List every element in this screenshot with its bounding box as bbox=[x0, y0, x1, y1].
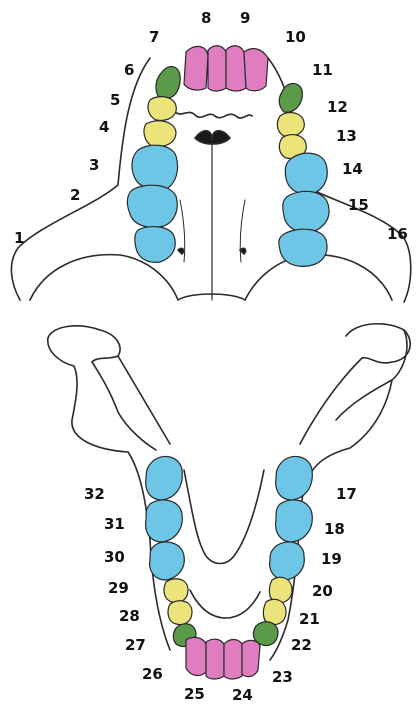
tooth-number-8: 8 bbox=[201, 11, 211, 26]
upper-incisor-right-lateral bbox=[244, 49, 268, 91]
lower-premolar-21 bbox=[263, 599, 286, 624]
tooth-number-5: 5 bbox=[110, 93, 120, 108]
tooth-number-28: 28 bbox=[119, 609, 140, 624]
tooth-number-27: 27 bbox=[125, 638, 146, 653]
tooth-number-26: 26 bbox=[142, 667, 163, 682]
upper-incisor-left-lateral bbox=[184, 46, 208, 90]
lower-premolar-28 bbox=[168, 601, 192, 625]
tooth-number-4: 4 bbox=[99, 120, 109, 135]
lower-molar-18 bbox=[276, 500, 313, 542]
upper-molar-right-first bbox=[285, 153, 327, 194]
tooth-number-32: 32 bbox=[84, 487, 105, 502]
lower-incisor-25 bbox=[206, 639, 224, 679]
tooth-number-31: 31 bbox=[104, 517, 125, 532]
lower-teeth bbox=[146, 456, 313, 679]
tooth-number-6: 6 bbox=[124, 63, 134, 78]
upper-incisor-left-central bbox=[208, 46, 226, 91]
lower-incisor-26 bbox=[186, 637, 206, 675]
tooth-number-29: 29 bbox=[108, 581, 129, 596]
lower-molar-31 bbox=[146, 500, 183, 542]
upper-molar-left-second bbox=[127, 185, 177, 227]
tooth-number-10: 10 bbox=[285, 30, 306, 45]
tooth-number-7: 7 bbox=[149, 30, 159, 45]
upper-canine-left bbox=[156, 67, 180, 99]
upper-premolar-12 bbox=[277, 113, 304, 137]
tooth-number-15: 15 bbox=[348, 198, 369, 213]
tooth-number-1: 1 bbox=[14, 231, 24, 246]
lower-premolar-29 bbox=[164, 579, 188, 603]
tooth-number-22: 22 bbox=[291, 638, 312, 653]
tooth-number-30: 30 bbox=[104, 550, 125, 565]
tooth-number-3: 3 bbox=[89, 158, 99, 173]
upper-molar-left-third bbox=[135, 227, 176, 263]
lower-molar-30 bbox=[150, 542, 185, 580]
upper-teeth bbox=[127, 46, 329, 267]
tooth-number-17: 17 bbox=[336, 487, 357, 502]
upper-molar-left-first bbox=[132, 145, 178, 189]
tooth-number-19: 19 bbox=[321, 552, 342, 567]
upper-incisor-right-central bbox=[226, 46, 246, 91]
tooth-number-12: 12 bbox=[327, 100, 348, 115]
tooth-number-9: 9 bbox=[240, 11, 250, 26]
tooth-number-16: 16 bbox=[387, 227, 408, 242]
lower-molar-19 bbox=[270, 542, 305, 580]
tooth-number-20: 20 bbox=[312, 584, 333, 599]
lower-molar-17 bbox=[276, 456, 313, 500]
tooth-number-13: 13 bbox=[336, 129, 357, 144]
lower-incisor-24 bbox=[224, 640, 242, 680]
tooth-number-11: 11 bbox=[312, 63, 333, 78]
upper-premolar-4 bbox=[144, 121, 176, 147]
tooth-number-25: 25 bbox=[184, 687, 205, 702]
tooth-number-24: 24 bbox=[232, 688, 253, 703]
upper-premolar-5 bbox=[148, 97, 176, 121]
lower-incisor-23 bbox=[242, 640, 260, 676]
tooth-number-18: 18 bbox=[324, 522, 345, 537]
upper-canine-right bbox=[279, 83, 302, 112]
upper-jaw-bone bbox=[11, 58, 410, 302]
upper-molar-right-second bbox=[283, 191, 329, 232]
tooth-number-14: 14 bbox=[342, 162, 363, 177]
tooth-number-21: 21 bbox=[299, 612, 320, 627]
upper-molar-right-third bbox=[279, 229, 327, 266]
tooth-number-2: 2 bbox=[70, 188, 80, 203]
lower-molar-32 bbox=[146, 456, 183, 500]
tooth-number-23: 23 bbox=[272, 670, 293, 685]
